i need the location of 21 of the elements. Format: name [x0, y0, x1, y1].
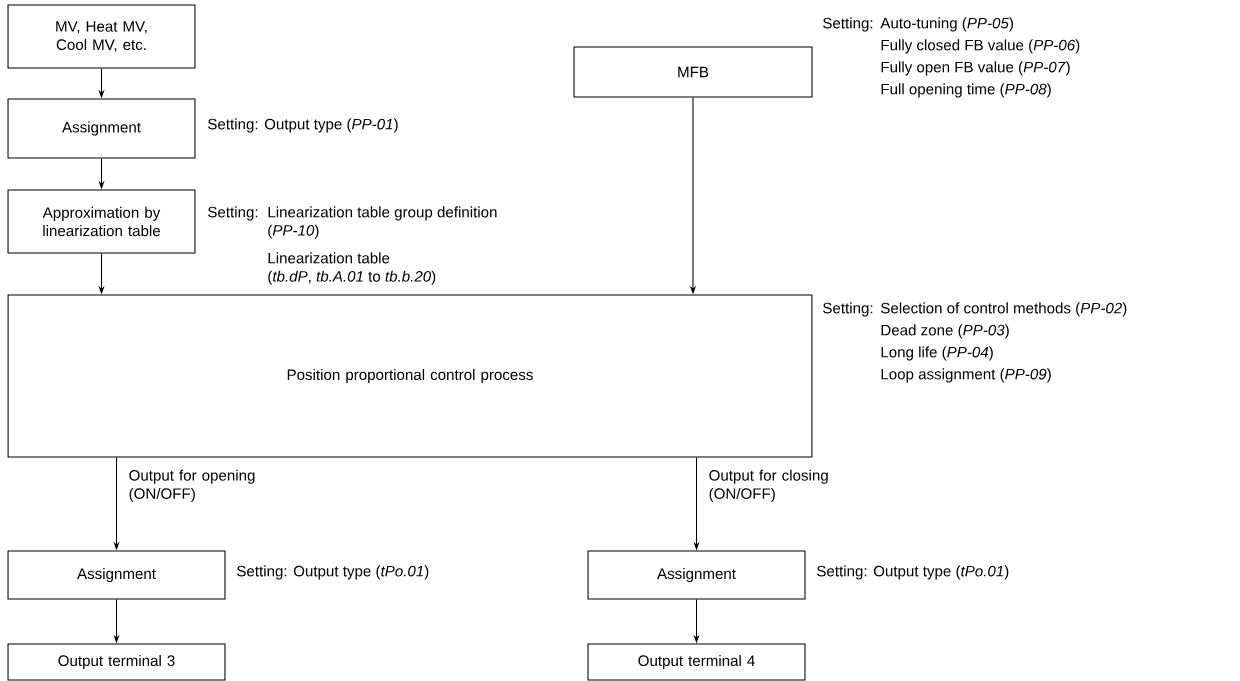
process-box: Assignment — [587, 550, 806, 600]
process-box: Assignment — [7, 550, 226, 600]
edge-label: Output for opening (ON/OFF) — [129, 469, 255, 502]
setting-text: Setting: — [823, 17, 873, 32]
setting-text: Full opening time (PP-08) — [881, 83, 1051, 98]
setting-text: Selection of control methods (PP-02) — [881, 302, 1127, 317]
setting-text: Fully closed FB value (PP-06) — [881, 39, 1080, 54]
setting-text: Fully open FB value (PP-07) — [881, 61, 1070, 76]
setting-text: Auto-tuning (PP-05) — [880, 17, 1013, 32]
process-box: Approximation by linearization table — [7, 189, 196, 254]
process-box: Output terminal 3 — [7, 643, 226, 681]
setting-text: Long life (PP-04) — [881, 346, 993, 361]
setting-text: Dead zone (PP-03) — [881, 324, 1009, 339]
process-box: Output terminal 4 — [587, 643, 806, 681]
process-box: Position proportional control process — [7, 294, 813, 458]
process-box: MFB — [573, 46, 813, 98]
edge-label: Output for closing (ON/OFF) — [709, 469, 828, 502]
process-box: MV, Heat MV, Cool MV, etc. — [7, 4, 196, 69]
process-box: Assignment — [7, 98, 196, 159]
setting-text: Loop assignment (PP-09) — [881, 368, 1051, 383]
setting-text: Linearization table group definition (PP-10) — [268, 206, 497, 239]
